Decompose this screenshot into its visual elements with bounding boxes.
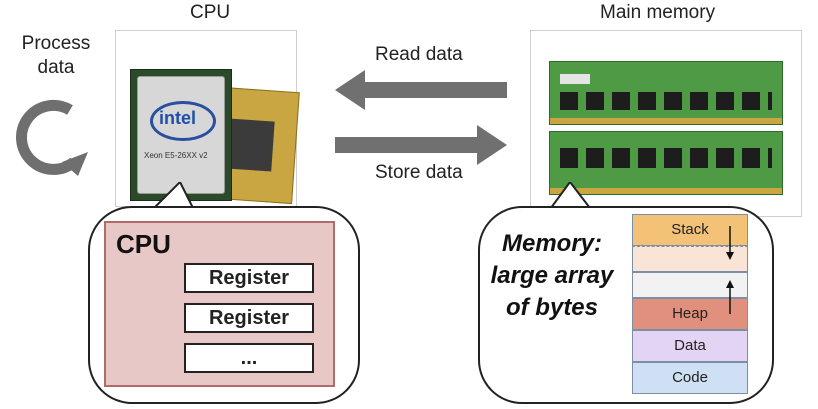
ram-module-bottom xyxy=(549,131,783,195)
cpu-title: CPU xyxy=(190,2,231,23)
cpu-detail-title: CPU xyxy=(116,229,171,259)
chip-model: Xeon E5-26XX v2 xyxy=(144,151,208,160)
segment-stack: Stack xyxy=(632,214,748,246)
segment-free xyxy=(632,272,748,298)
register-2: Register xyxy=(184,303,314,333)
segment-code: Code xyxy=(632,362,748,394)
segment-stack-growth xyxy=(632,246,748,272)
heap-grow-up-arrow xyxy=(726,280,734,314)
cpu-chip-front: intel Xeon E5-26XX v2 xyxy=(130,69,232,201)
register-more: ... xyxy=(184,343,314,373)
segment-data: Data xyxy=(632,330,748,362)
store-data-label: Store data xyxy=(375,162,463,183)
register-1: Register xyxy=(184,263,314,293)
process-cycle-icon xyxy=(16,99,88,176)
ram-module-top xyxy=(549,61,783,125)
cpu-detail-box: CPU Register Register ... xyxy=(104,221,335,387)
store-data-arrow xyxy=(335,125,507,165)
memory-layout: Stack Heap Data Code xyxy=(632,214,748,394)
read-data-label: Read data xyxy=(375,44,463,65)
process-data-label: Process data xyxy=(21,33,91,78)
main-memory-title: Main memory xyxy=(600,2,716,23)
segment-heap: Heap xyxy=(632,298,748,330)
memory-description: Memory: large array of bytes xyxy=(490,230,614,321)
read-data-arrow xyxy=(335,70,507,110)
intel-logo: intel xyxy=(150,101,216,141)
memory-photo-frame xyxy=(530,30,802,217)
cpu-photo-frame: intel Xeon E5-26XX v2 xyxy=(115,30,300,207)
stack-grow-down-arrow xyxy=(726,226,734,260)
